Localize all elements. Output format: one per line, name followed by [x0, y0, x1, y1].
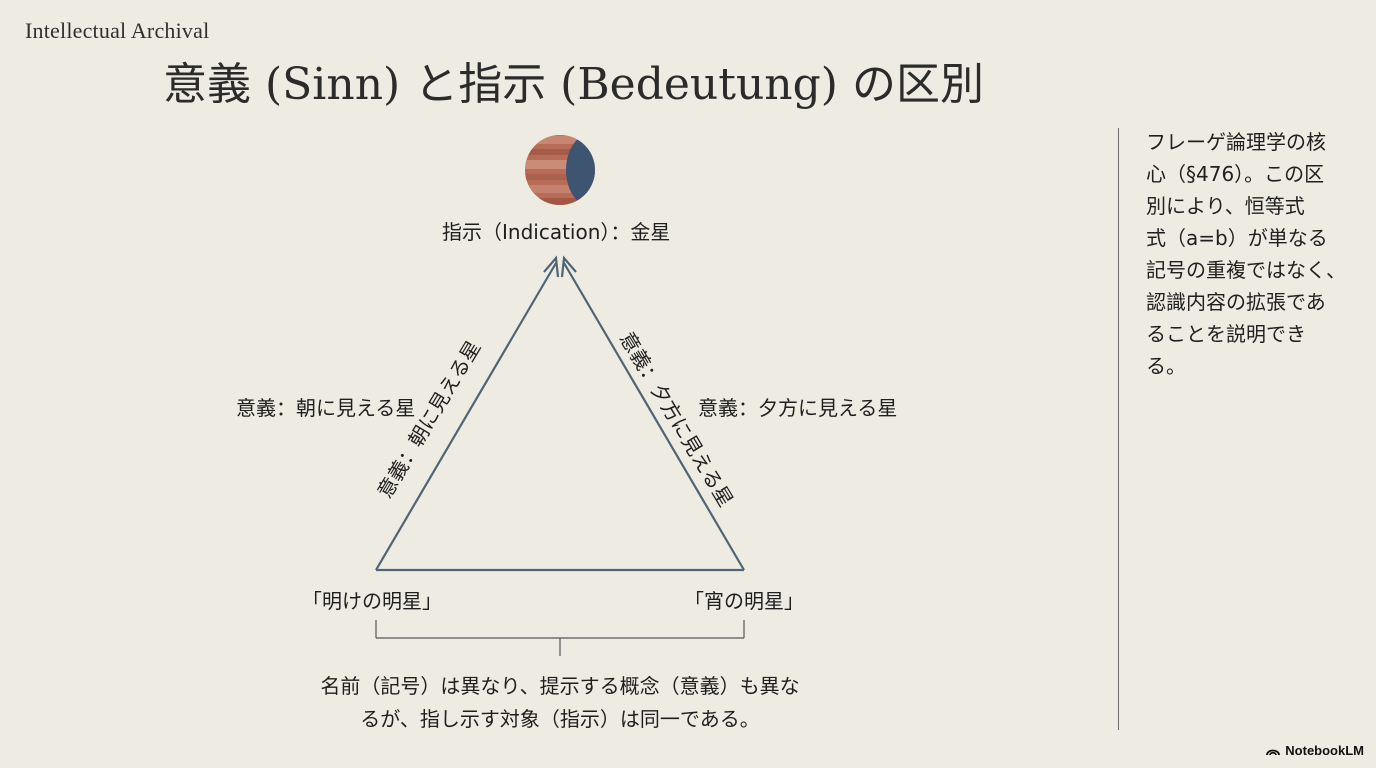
- side-note-line: ることを説明でき: [1146, 322, 1306, 346]
- left-arrowhead-icon: [543, 255, 560, 278]
- notebooklm-badge: NotebookLM: [1266, 743, 1364, 758]
- triangle-left-edge: [375, 262, 557, 571]
- side-note-line: 心（§476）。この区: [1146, 162, 1325, 186]
- evening-star-label: 「宵の明星」: [684, 589, 804, 613]
- venus-planet-icon: [525, 135, 595, 205]
- badge-label: NotebookLM: [1285, 743, 1364, 758]
- summary-bracket: [375, 620, 745, 656]
- right-sense-label: 意義：夕方に見える星: [698, 396, 898, 420]
- summary-line-1: 名前（記号）は異なり、提示する概念（意義）も異な: [320, 674, 800, 698]
- left-sense-label: 意義：朝に見える星: [236, 396, 416, 420]
- side-note-line: フレーゲ論理学の核: [1146, 130, 1326, 154]
- morning-star-label: 「明けの明星」: [302, 589, 442, 613]
- summary-text: 名前（記号）は異なり、提示する概念（意義）も異な るが、指し示す対象（指示）は同…: [300, 670, 820, 736]
- referent-label: 指示（Indication）：金星: [442, 220, 671, 244]
- brand-label: Intellectual Archival: [25, 18, 210, 43]
- triangle-diagram: [375, 255, 745, 572]
- side-note-line: 記号の重複ではなく、: [1146, 258, 1346, 282]
- page-title: 意義 (Sinn) と指示 (Bedeutung) の区別: [163, 59, 984, 110]
- right-arrowhead-icon: [560, 255, 577, 278]
- summary-line-2: るが、指し示す対象（指示）は同一である。: [360, 707, 760, 731]
- side-note-line: 別により、恒等式: [1146, 194, 1305, 218]
- notebooklm-logo-icon: [1266, 749, 1281, 755]
- vertical-divider: [1118, 128, 1119, 730]
- side-note: フレーゲ論理学の核 心（§476）。この区 別により、恒等式 式（a=b）が単な…: [1146, 126, 1351, 382]
- side-note-line: る。: [1146, 354, 1186, 378]
- triangle-right-edge: [563, 262, 745, 571]
- side-note-line: 式（a=b）が単なる: [1146, 226, 1328, 250]
- side-note-line: 認識内容の拡張であ: [1146, 290, 1326, 314]
